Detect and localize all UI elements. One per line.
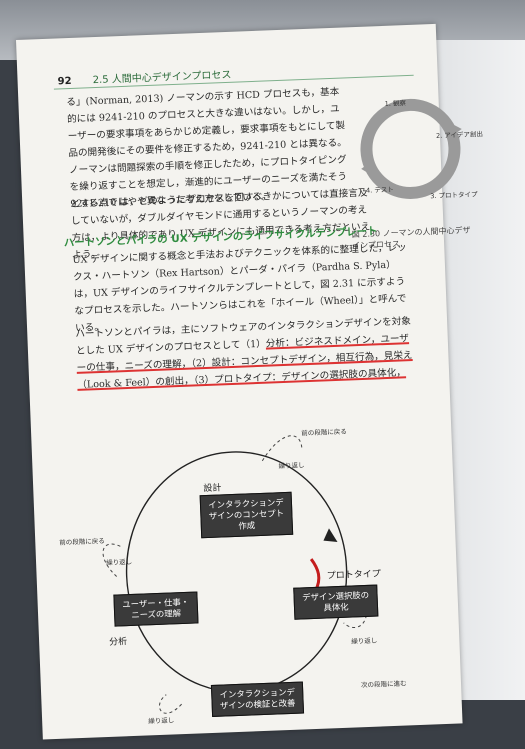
loop-label-design: 繰り返し xyxy=(278,461,305,471)
ux-wheel-diagram: 設計 インタラクションデザインのコンセプト作成 プロトタイプ デザイン選択肢の具… xyxy=(51,414,443,748)
loop-label-evaluate: 繰り返し xyxy=(148,716,175,726)
loop-label-prototype: 繰り返し xyxy=(351,636,378,646)
next-stage-label: 次の段階に進む xyxy=(360,679,407,690)
paragraph-4: ハートソンとパイラは，主にソフトウェアのインタラクションデザインを対象とした U… xyxy=(75,313,417,394)
norman-cycle-figure: 1. 観察 2. アイデア創出 4. テスト 3. プロトタイプ xyxy=(348,76,494,231)
cycle-label-ideate: 2. アイデア創出 xyxy=(435,130,484,140)
cycle-arrows xyxy=(360,98,462,199)
loop-label-analysis: 繰り返し xyxy=(105,557,133,567)
node-evaluate: インタラクションデザインの検証と改善 xyxy=(210,681,305,717)
book-page: 92 2.5 人間中心デザインプロセス る」(Norman, 2013) ノーマ… xyxy=(16,23,483,740)
cycle-label-prototype: 3. プロトタイプ xyxy=(430,190,478,201)
phase-design-label: 設計 xyxy=(203,483,222,495)
cycle-label-test: 4. テスト xyxy=(365,185,394,195)
cycle-label-observe: 1. 観察 xyxy=(384,99,407,108)
node-design: インタラクションデザインのコンセプト作成 xyxy=(199,491,294,539)
prev-stage-label: 前の段階に戻る xyxy=(301,427,347,438)
page-number: 92 xyxy=(57,75,72,88)
prev-stage-label-left: 前の段階に戻る xyxy=(59,536,105,547)
node-analysis: ユーザー・仕事・ニーズの理解 xyxy=(113,591,199,627)
node-prototype: デザイン選択肢の具体化 xyxy=(293,584,379,620)
phase-prototype-label: プロトタイプ xyxy=(326,569,381,582)
phase-analysis-label: 分析 xyxy=(109,637,128,648)
